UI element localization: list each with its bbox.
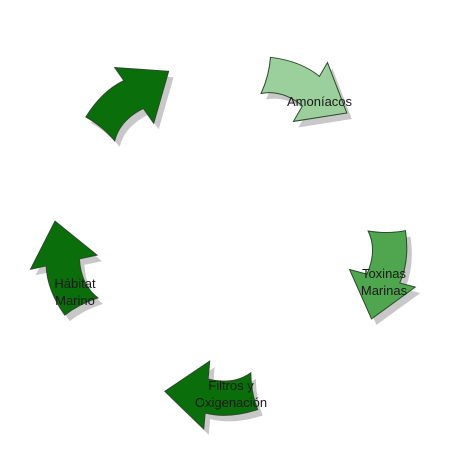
arrow-filtros bbox=[164, 360, 259, 430]
step-label-habitat-marino: Hábitat Marino bbox=[54, 276, 96, 308]
arrow-toxinas-marinas bbox=[348, 230, 417, 320]
step-label-filtros-oxigenacion: Filtros y Oxigenación bbox=[194, 378, 268, 410]
arrow-return bbox=[85, 66, 170, 142]
step-label-amoniacos: Amoníacos bbox=[287, 94, 353, 109]
step-label-toxinas-marinas: Toxinas Marinas bbox=[360, 266, 408, 298]
arrow-amoniacos bbox=[260, 56, 348, 123]
arrow-habitat bbox=[29, 220, 99, 316]
